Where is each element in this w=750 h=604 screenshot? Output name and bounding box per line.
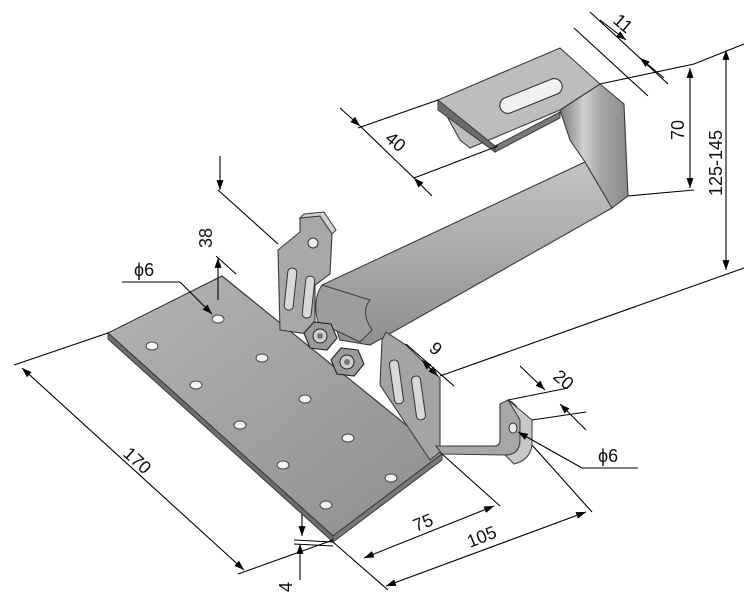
rear-bracket [277,211,337,336]
plate-hole [341,433,355,443]
bolt [330,347,365,377]
plate-hole [145,341,159,351]
bolts [303,321,365,377]
plate-hole [211,314,225,324]
label-105: 105 [464,522,499,552]
dim-4: 4 [276,514,334,592]
label-70: 70 [668,120,688,140]
label-125-145: 125-145 [706,130,726,196]
dim-38: 38 [196,156,279,300]
label-170: 170 [119,443,155,478]
plate-hole [319,500,333,510]
label-40: 40 [381,128,409,156]
dim-phi6-left: ϕ6 [122,260,213,315]
plate-hole [189,380,203,390]
plate-hole [233,420,247,430]
label-phi6-right: ϕ6 [598,446,618,466]
plate-hole [276,460,290,470]
label-phi6-left: ϕ6 [134,260,154,280]
label-9: 9 [425,338,446,360]
label-4: 4 [276,582,296,592]
plate-hole [255,353,269,363]
dim-phi6-right: ϕ6 [517,431,638,469]
dim-125-145: 125-145 [439,43,745,377]
label-20: 20 [549,366,577,394]
plate-hole [384,473,398,483]
bolt [303,321,338,351]
label-75: 75 [410,510,436,536]
label-38: 38 [196,228,216,248]
plate-hole [298,394,312,404]
hook-arm [315,47,629,346]
front-hook-lip [434,399,533,465]
dim-70: 70 [599,63,695,197]
